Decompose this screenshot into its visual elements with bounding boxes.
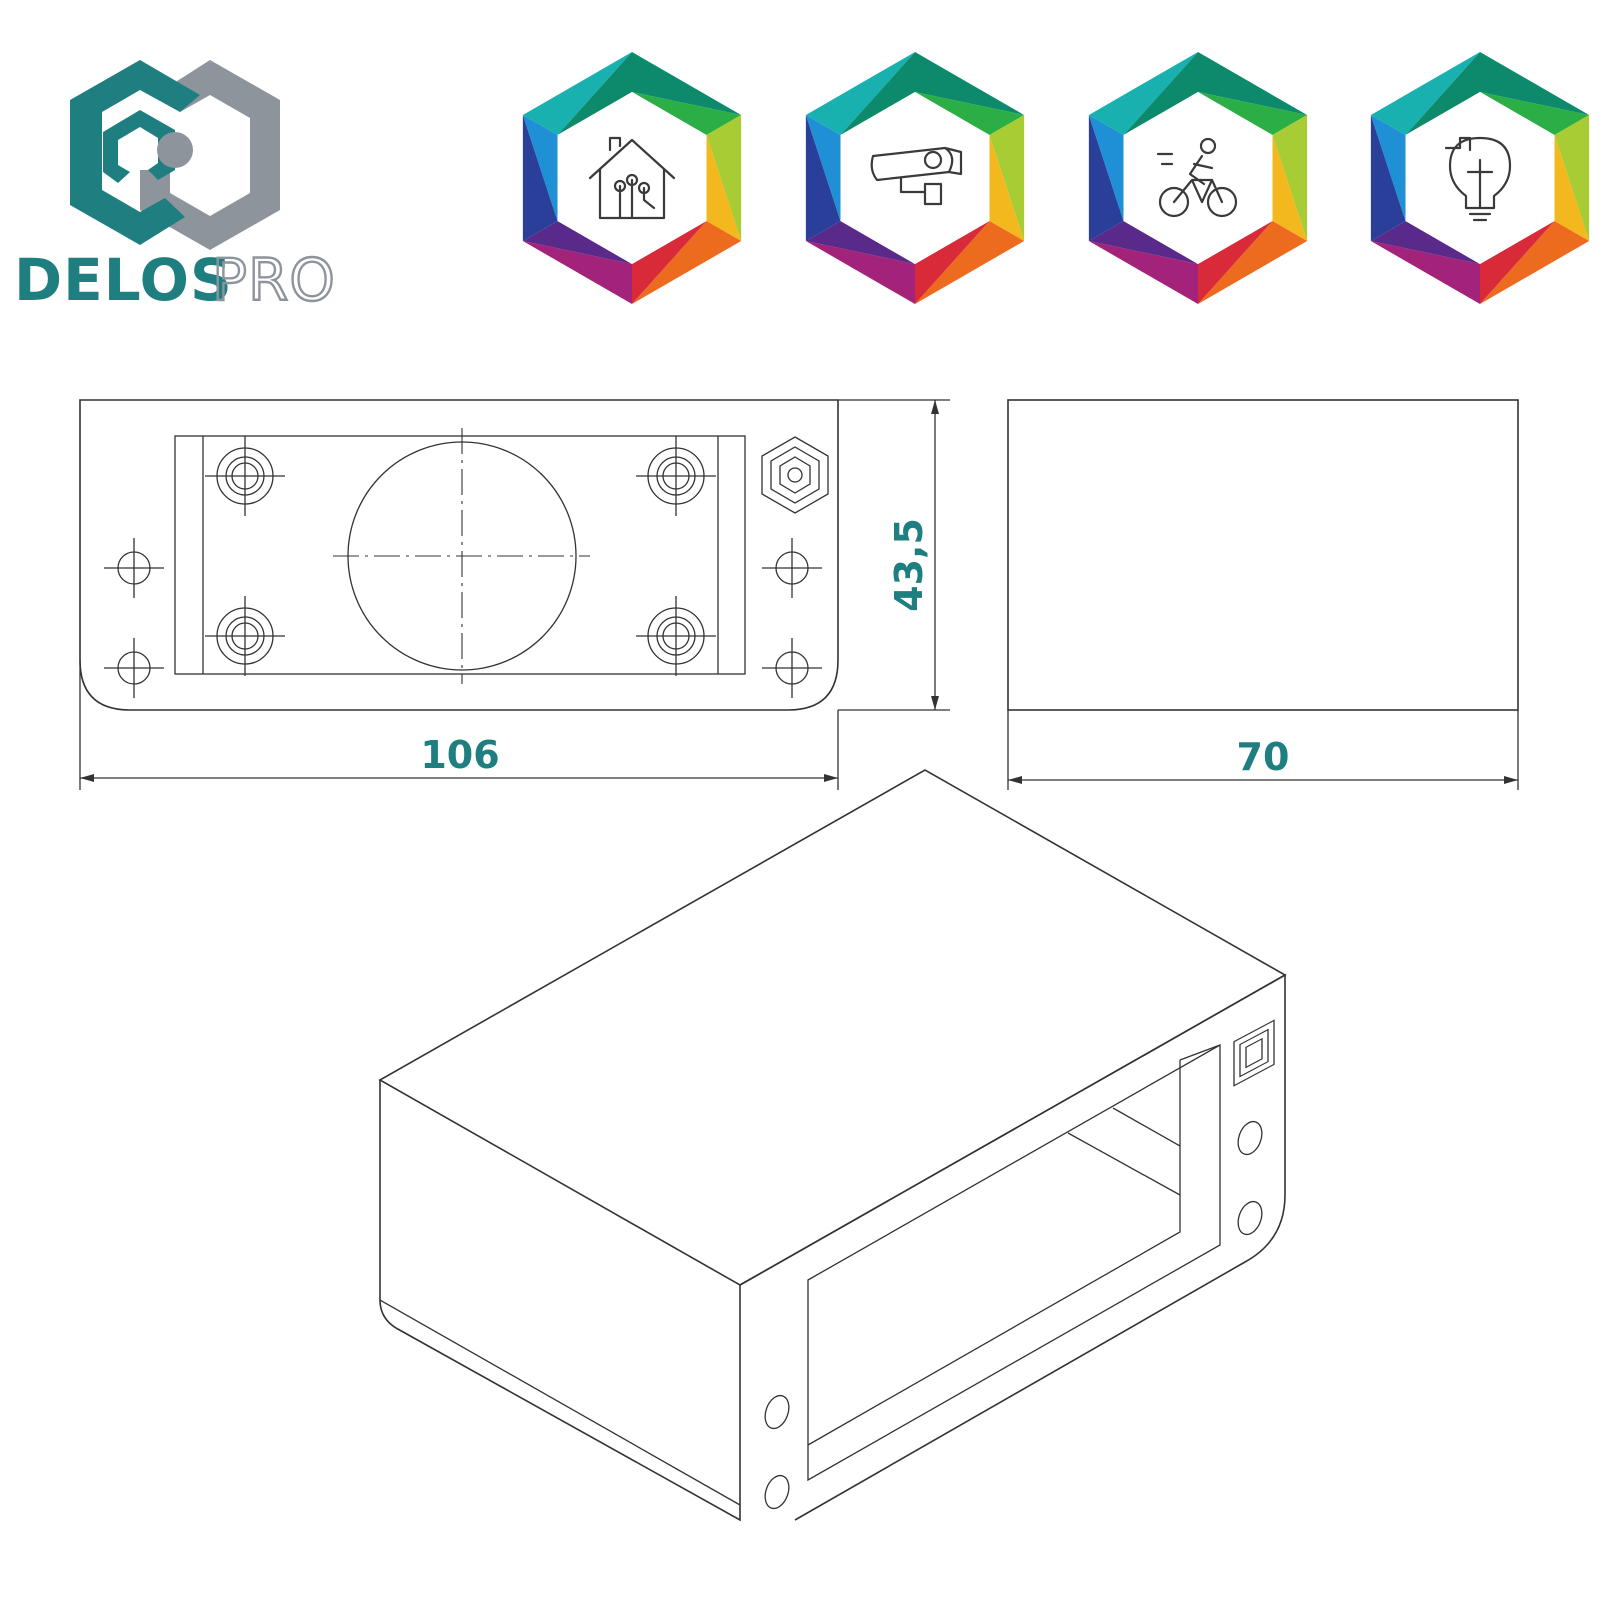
logo-text-pro: PRO xyxy=(212,246,336,314)
feature-hexagon xyxy=(1370,52,1590,304)
logo-mark xyxy=(70,60,280,250)
mounting-holes xyxy=(104,436,822,698)
front-view-drawing: 43,5 106 xyxy=(79,399,950,790)
dimension-height-label: 43,5 xyxy=(887,518,931,612)
delospro-logo: DELOS PRO xyxy=(14,60,336,315)
iso-left-face xyxy=(379,1080,741,1522)
isometric-view-drawing xyxy=(378,769,1287,1522)
cyclist-icon xyxy=(1156,137,1238,218)
feature-icon-row xyxy=(522,52,1590,304)
smart-home-icon xyxy=(588,136,676,220)
iso-top-face xyxy=(378,769,1287,1286)
iso-front-opening xyxy=(807,1043,1221,1482)
dimension-width-label: 106 xyxy=(420,733,499,777)
feature-hexagon xyxy=(522,52,742,304)
logo-text-delos: DELOS xyxy=(14,246,233,314)
security-camera-icon xyxy=(870,146,963,206)
embossed-logo-icon xyxy=(761,436,829,514)
feature-hexagon xyxy=(1088,52,1308,304)
iso-right-face xyxy=(739,973,1286,1521)
front-view-outline xyxy=(79,399,839,711)
side-view-drawing: 70 xyxy=(1007,399,1519,790)
dimension-depth-label: 70 xyxy=(1237,735,1290,779)
lightbulb-puzzle-icon xyxy=(1444,136,1512,222)
side-view-outline xyxy=(1007,399,1519,711)
iso-embossed-logo-icon xyxy=(1233,1019,1275,1087)
feature-hexagon xyxy=(805,52,1025,304)
